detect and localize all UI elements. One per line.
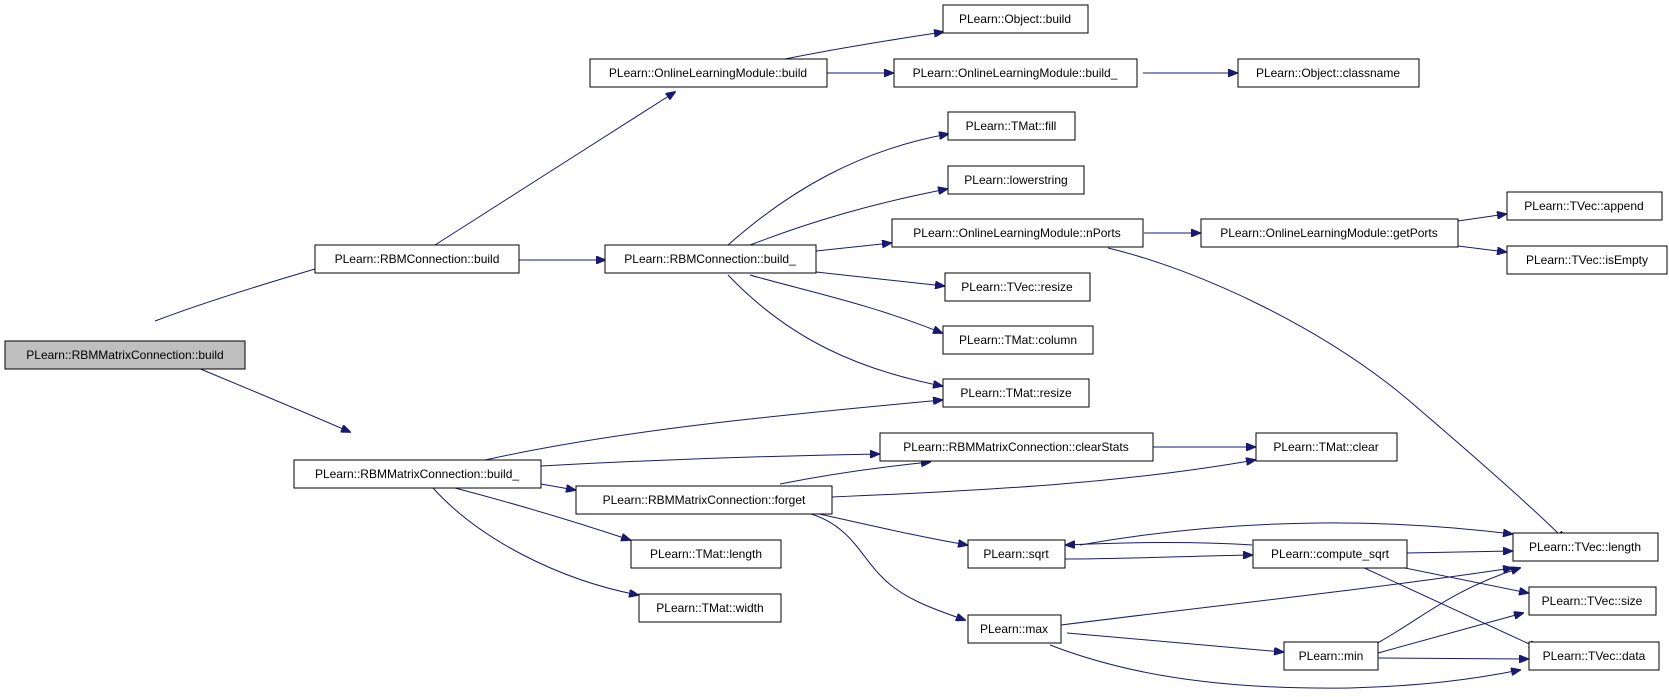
edge-sqrt-compute_sqrt	[1063, 555, 1252, 560]
node-label: PLearn::TVec::isEmpty	[1526, 253, 1648, 267]
edge-rbmm_build_-rbmm_clearstats	[540, 454, 879, 467]
node-max[interactable]: PLearn::max	[967, 614, 1062, 644]
edge-rbmm_build_-rbmm_forget	[540, 483, 575, 490]
node-label: PLearn::RBMMatrixConnection::forget	[603, 493, 806, 507]
node-label: PLearn::Object::classname	[1256, 66, 1400, 80]
edges	[149, 32, 1565, 689]
edge-compute_sqrt-sqrt	[1066, 542, 1253, 545]
edge-rbmm_build_-tmat_width	[432, 487, 638, 595]
node-rbmc-build[interactable]: PLearn::RBMConnection::build	[314, 244, 520, 274]
node-label: PLearn::RBMMatrixConnection::build	[26, 348, 223, 362]
edge-max-tvec_data	[1049, 644, 1520, 689]
node-compute-sqrt[interactable]: PLearn::compute_sqrt	[1252, 539, 1408, 569]
edge-rbmm_build_-tmat_length	[454, 487, 630, 540]
edge-rbmc_build_-lowerstring	[749, 189, 947, 246]
edge-max-tvec_length	[1060, 568, 1512, 626]
edge-min-tvec_length	[1373, 568, 1520, 646]
node-olm-build_[interactable]: PLearn::OnlineLearningModule::build_	[893, 58, 1138, 88]
node-tvec-append[interactable]: PLearn::TVec::append	[1506, 191, 1663, 221]
node-label: PLearn::OnlineLearningModule::getPorts	[1220, 226, 1437, 240]
node-tmat-resize[interactable]: PLearn::TMat::resize	[942, 378, 1090, 408]
node-label: PLearn::RBMMatrixConnection::build_	[315, 467, 519, 481]
edge-rbmm_build_-tmat_resize	[484, 400, 942, 461]
node-tvec-length[interactable]: PLearn::TVec::length	[1512, 532, 1659, 562]
node-tmat-clear[interactable]: PLearn::TMat::clear	[1255, 432, 1398, 462]
edge-rbmc_build_-tmat_column	[749, 274, 942, 333]
node-label: PLearn::TMat::column	[959, 333, 1077, 347]
node-label: PLearn::OnlineLearningModule::build	[609, 66, 807, 80]
edge-sqrt-tvec_length	[1079, 522, 1512, 546]
node-tvec-resize[interactable]: PLearn::TVec::resize	[944, 272, 1091, 302]
edge-rbmc_build-olm_build	[434, 92, 675, 246]
node-rbmm-clearstats[interactable]: PLearn::RBMMatrixConnection::clearStats	[879, 432, 1154, 462]
node-tmat-column[interactable]: PLearn::TMat::column	[942, 325, 1094, 355]
edge-rbmm_forget-tmat_clear	[831, 460, 1255, 498]
node-label: PLearn::TMat::width	[656, 601, 763, 615]
node-label: PLearn::TVec::append	[1524, 199, 1643, 213]
node-label: PLearn::TVec::resize	[961, 280, 1073, 294]
edge-olm_nports-tvec_length	[1107, 247, 1565, 540]
edge-rbmc_build_-tmat_fill	[727, 134, 948, 246]
node-rbmm-build[interactable]: PLearn::RBMMatrixConnection::build	[4, 340, 246, 370]
edge-min-tvec_size	[1377, 613, 1523, 654]
edge-rbmm_forget-rbmm_clearstats	[779, 462, 930, 485]
node-label: PLearn::RBMConnection::build_	[624, 252, 796, 266]
nodes: PLearn::RBMMatrixConnection::build PLear…	[4, 4, 1668, 671]
node-label: PLearn::TVec::length	[1529, 540, 1641, 554]
node-tvec-isempty[interactable]: PLearn::TVec::isEmpty	[1506, 245, 1668, 275]
node-tvec-size[interactable]: PLearn::TVec::size	[1528, 586, 1657, 616]
edge-rbmm_forget-sqrt	[809, 511, 967, 545]
node-obj-build[interactable]: PLearn::Object::build	[942, 4, 1089, 34]
node-olm-getports[interactable]: PLearn::OnlineLearningModule::getPorts	[1200, 218, 1459, 248]
edge-rbmc_build_-tvec_resize	[815, 271, 944, 286]
node-min[interactable]: PLearn::min	[1283, 641, 1379, 671]
node-label: PLearn::sqrt	[983, 547, 1049, 561]
edge-compute_sqrt-tvec_size	[1394, 565, 1528, 593]
node-label: PLearn::Object::build	[959, 12, 1071, 26]
node-olm-nports[interactable]: PLearn::OnlineLearningModule::nPorts	[891, 218, 1144, 248]
node-olm-build[interactable]: PLearn::OnlineLearningModule::build	[589, 58, 828, 88]
edge-max-min	[1066, 632, 1283, 652]
edge-olm_getports-tvec_isempty	[1457, 245, 1506, 252]
node-rbmm-build_[interactable]: PLearn::RBMMatrixConnection::build_	[293, 459, 542, 489]
edge-compute_sqrt-tvec_data	[1359, 565, 1538, 648]
node-label: PLearn::min	[1299, 649, 1364, 663]
node-label: PLearn::lowerstring	[964, 173, 1067, 187]
node-obj-classname[interactable]: PLearn::Object::classname	[1237, 58, 1420, 88]
node-label: PLearn::TMat::length	[650, 547, 762, 561]
edge-min-tvec_data	[1377, 658, 1528, 659]
node-label: PLearn::max	[980, 622, 1048, 636]
node-lowerstring[interactable]: PLearn::lowerstring	[947, 165, 1085, 195]
node-sqrt[interactable]: PLearn::sqrt	[967, 539, 1066, 569]
node-label: PLearn::compute_sqrt	[1271, 547, 1390, 561]
node-label: PLearn::TMat::fill	[966, 119, 1057, 133]
edge-rbmm_forget-max	[807, 512, 965, 620]
edge-olm_build-obj_build	[784, 32, 943, 60]
node-label: PLearn::RBMMatrixConnection::clearStats	[903, 440, 1128, 454]
node-tmat-width[interactable]: PLearn::TMat::width	[638, 593, 782, 623]
node-rbmm-forget[interactable]: PLearn::RBMMatrixConnection::forget	[575, 485, 833, 515]
node-label: PLearn::TVec::size	[1542, 594, 1643, 608]
edge-olm_getports-tvec_append	[1457, 214, 1506, 222]
node-rbmc-build_[interactable]: PLearn::RBMConnection::build_	[604, 244, 817, 274]
node-label: PLearn::OnlineLearningModule::nPorts	[913, 226, 1120, 240]
node-tmat-length[interactable]: PLearn::TMat::length	[630, 539, 782, 569]
node-label: PLearn::TVec::data	[1543, 649, 1646, 663]
node-label: PLearn::TMat::clear	[1273, 440, 1378, 454]
node-label: PLearn::OnlineLearningModule::build_	[913, 66, 1118, 80]
edge-compute_sqrt-tvec_length	[1406, 551, 1512, 553]
node-label: PLearn::RBMConnection::build	[335, 252, 500, 266]
edge-rbmc_build_-tmat_resize	[727, 274, 942, 386]
edge-rbmc_build_-olm_nports	[815, 243, 891, 252]
node-tmat-fill[interactable]: PLearn::TMat::fill	[947, 111, 1076, 141]
node-tvec-data[interactable]: PLearn::TVec::data	[1528, 641, 1660, 671]
node-label: PLearn::TMat::resize	[960, 386, 1072, 400]
